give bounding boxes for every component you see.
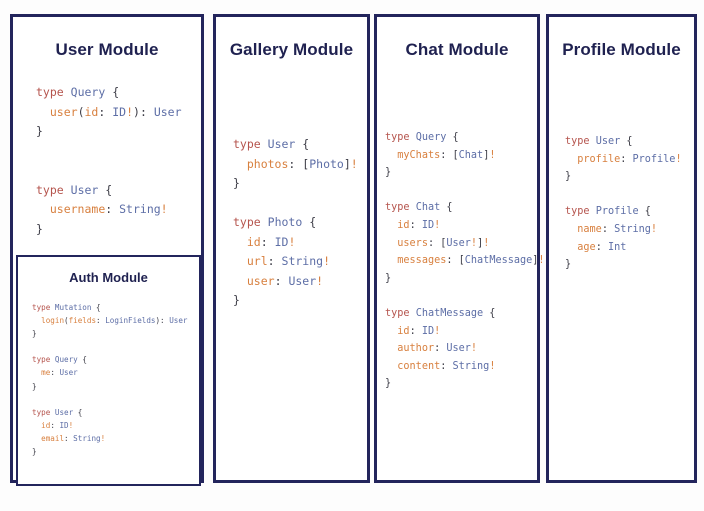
module-title-user: User Module: [55, 40, 159, 59]
schema-code-user: type Query { user(id: ID!): User } type …: [36, 85, 182, 236]
module-card-chat[interactable]: Chat Module type Query { myChats: [Chat]…: [374, 14, 545, 483]
module-title-chat: Chat Module: [405, 40, 509, 59]
schema-code-chat: type Query { myChats: [Chat]! } type Cha…: [385, 132, 545, 390]
module-title-gallery: Gallery Module: [229, 40, 354, 59]
schema-code-gallery: type User { photos: [Photo]! } type Phot…: [233, 137, 358, 307]
module-title-auth: Auth Module: [69, 270, 148, 285]
module-card-user[interactable]: User Module type Query { user(id: ID!): …: [10, 14, 204, 486]
module-card-auth[interactable]: Auth Module type Mutation { login(fields…: [16, 255, 201, 486]
module-title-profile: Profile Module: [562, 40, 681, 59]
schema-code-profile: type User { profile: Profile! } type Pro…: [565, 136, 682, 271]
module-card-gallery[interactable]: Gallery Module type User { photos: [Phot…: [213, 14, 370, 483]
module-card-profile[interactable]: Profile Module type User { profile: Prof…: [546, 14, 697, 483]
schema-code-auth: type Mutation { login(fields: LoginField…: [32, 303, 188, 457]
